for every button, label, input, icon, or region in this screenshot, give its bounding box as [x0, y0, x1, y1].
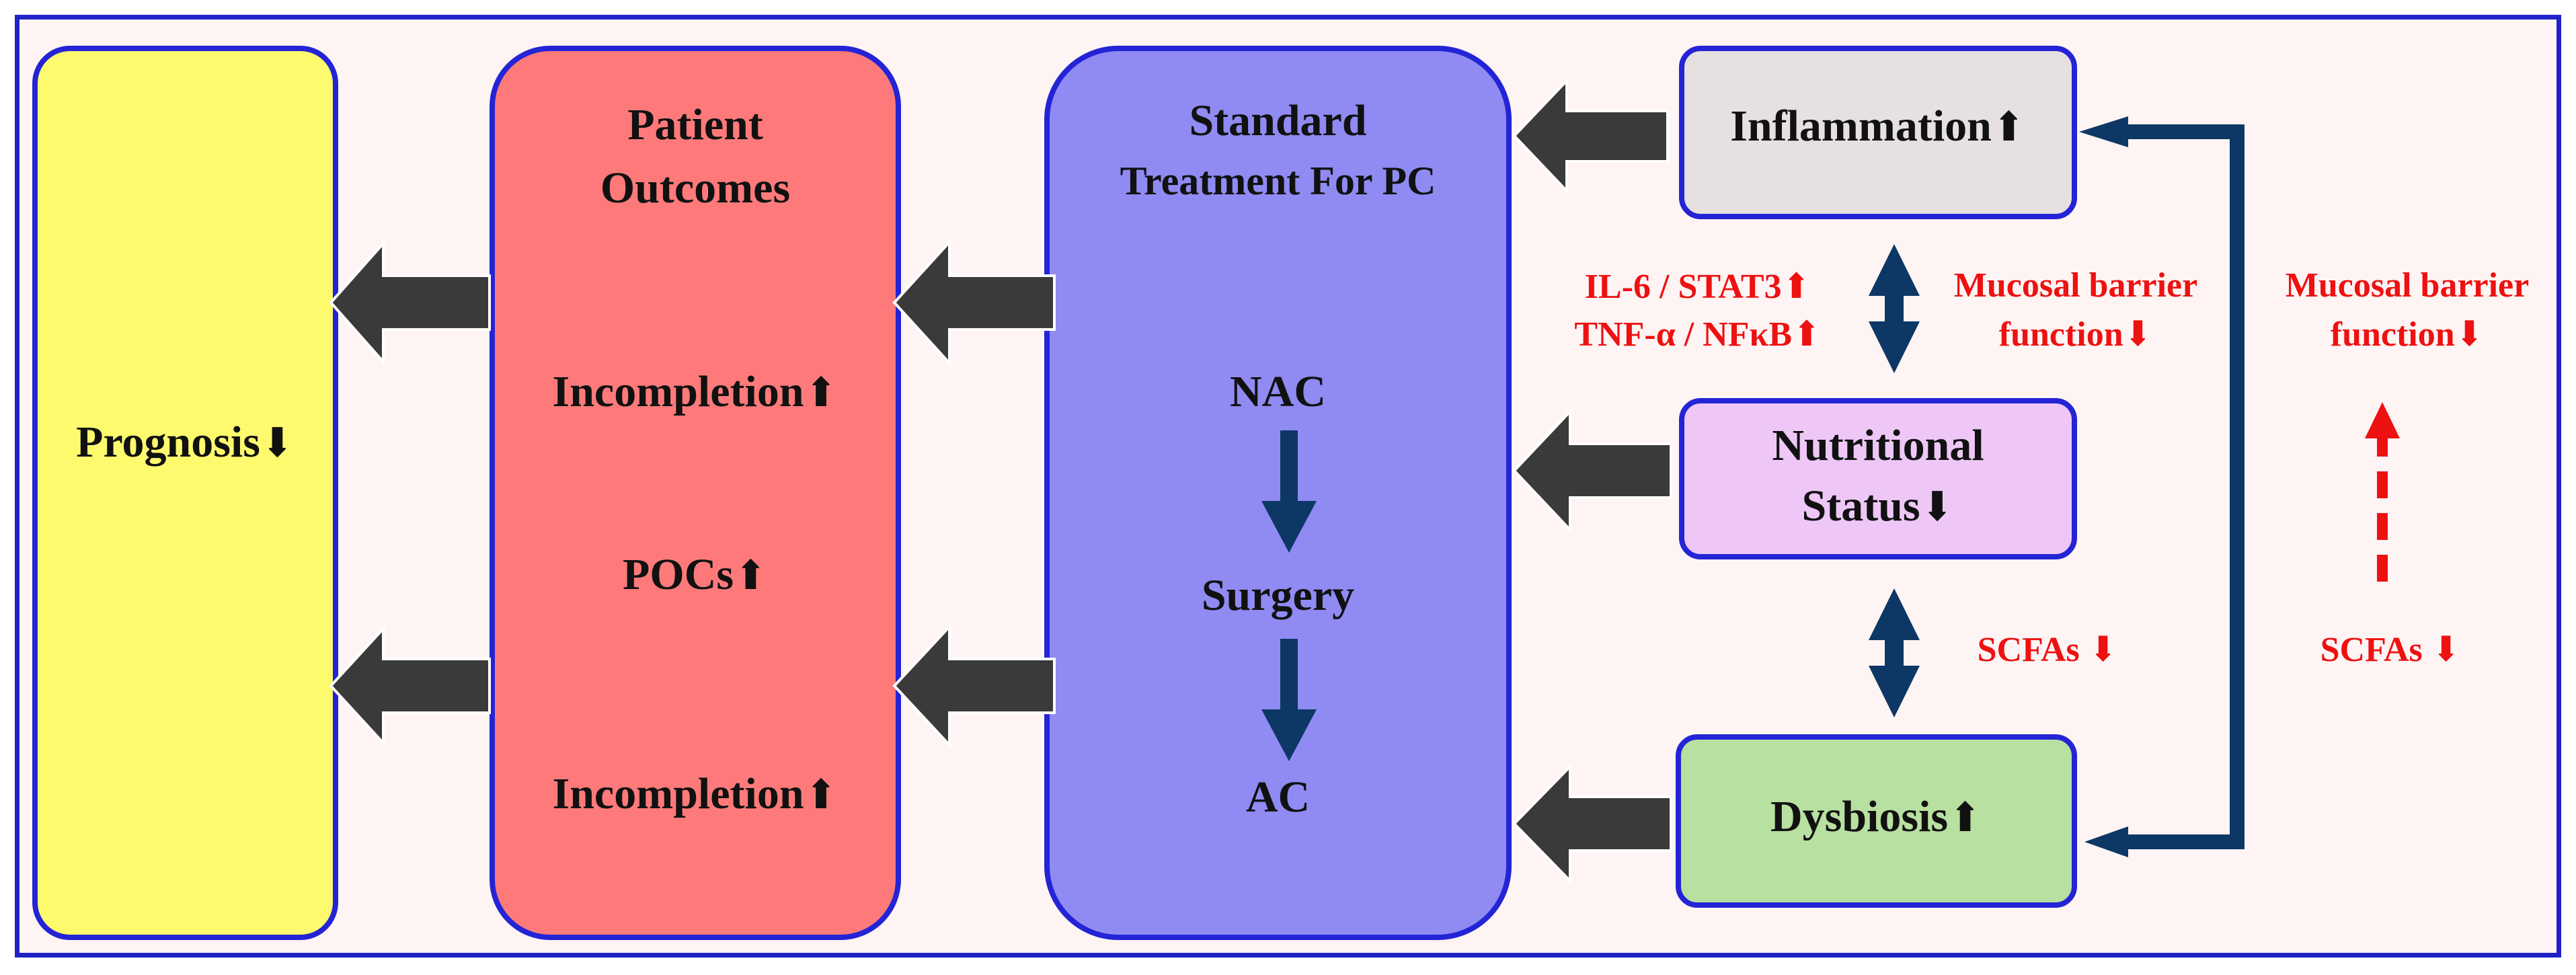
marker-text: function [2330, 315, 2455, 354]
up-arrow-icon [2365, 402, 2400, 438]
left-arrow-icon [892, 623, 1056, 749]
down-arrow-icon: ⬇ [2088, 631, 2118, 669]
right-scfas-label: SCFAs ⬇ [2279, 629, 2501, 670]
scfas-label: SCFAs ⬇ [1937, 629, 2158, 670]
dysbiosis-label: Dysbiosis [1770, 792, 1949, 841]
double-arrow-icon [1869, 588, 1920, 717]
left-arrow-icon [1512, 77, 1669, 195]
inflammation-box [1679, 46, 2077, 219]
outcome-item-1: Incompletion⬆ [490, 366, 901, 418]
left-arrow-icon [329, 239, 491, 366]
nutrition-line2: Status⬇ [1679, 481, 2077, 532]
mucosal-barrier-line2: function⬇ [1918, 313, 2234, 354]
mucosal-barrier-line1: Mucosal barrier [1953, 266, 2198, 305]
dysbiosis-box [1676, 734, 2077, 908]
left-arrow-icon [2084, 826, 2128, 857]
right-mucosal-barrier-line2: function⬇ [2246, 313, 2569, 354]
inflammation-label: Inflammation [1730, 102, 1992, 151]
marker-text: IL-6 / STAT3 [1584, 268, 1782, 306]
marker-text: SCFAs [1977, 631, 2080, 669]
left-arrow-icon [1512, 763, 1672, 884]
down-arrow-icon [1261, 639, 1317, 761]
up-arrow-icon: ⬆ [1948, 795, 1982, 841]
up-arrow-icon: ⬆ [1781, 268, 1811, 306]
up-arrow-icon: ⬆ [1792, 315, 1822, 354]
patient-outcomes-box [490, 46, 901, 940]
down-arrow-icon: ⬇ [260, 421, 295, 466]
double-arrow-icon [1869, 244, 1920, 373]
outcome-item-3: Incompletion⬆ [490, 769, 901, 820]
tnf-nfkb-label: TNF-α / NFκB⬆ [1547, 313, 1849, 354]
treatment-title-line1: Standard [1189, 96, 1367, 145]
marker-text: SCFAs [2320, 631, 2423, 669]
down-arrow-icon: ⬇ [2431, 631, 2461, 669]
down-arrow-icon [1261, 430, 1317, 553]
outcome-item-label: POCs [623, 550, 734, 599]
feedback-connector [2125, 124, 2245, 849]
il6-stat3-label: IL-6 / STAT3⬆ [1547, 266, 1849, 307]
left-arrow-icon [1512, 407, 1672, 534]
up-arrow-icon: ⬆ [1991, 105, 2026, 150]
treatment-title-line2: Treatment For PC [1120, 159, 1436, 203]
dysbiosis-text: Dysbiosis⬆ [1676, 791, 2077, 843]
inflammation-text: Inflammation⬆ [1679, 101, 2077, 152]
down-arrow-icon: ⬇ [2123, 315, 2153, 354]
outcome-item-2: POCs⬆ [490, 549, 901, 600]
prognosis-box [32, 46, 338, 940]
left-arrow-icon [2079, 116, 2128, 147]
prognosis-label: Prognosis [76, 418, 260, 467]
up-arrow-icon: ⬆ [804, 370, 838, 416]
nutrition-line1: Nutritional [1772, 421, 1984, 470]
outcomes-title-line2: Outcomes [600, 163, 791, 212]
left-arrow-icon [329, 625, 491, 747]
outcome-item-label: Incompletion [552, 367, 804, 416]
treatment-step-nac: NAC [1230, 367, 1326, 416]
treatment-step-surgery: Surgery [1201, 571, 1355, 620]
right-mucosal-barrier-line1: Mucosal barrier [2285, 266, 2530, 305]
nutrition-label: Status [1801, 481, 1920, 531]
down-arrow-icon: ⬇ [1920, 485, 1955, 530]
nutritional-status-box [1679, 398, 2077, 559]
prognosis-text: Prognosis⬇ [32, 417, 338, 468]
marker-text: TNF-α / NFκB [1574, 315, 1793, 354]
marker-text: function [1998, 315, 2123, 354]
left-arrow-icon [892, 238, 1056, 367]
up-arrow-icon: ⬆ [804, 773, 838, 818]
treatment-step-ac: AC [1245, 773, 1311, 822]
up-arrow-icon: ⬆ [734, 553, 768, 598]
outcomes-title-line1: Patient [627, 100, 763, 149]
outcome-item-label: Incompletion [552, 769, 804, 818]
down-arrow-icon: ⬇ [2454, 315, 2485, 354]
standard-treatment-box [1044, 46, 1512, 940]
